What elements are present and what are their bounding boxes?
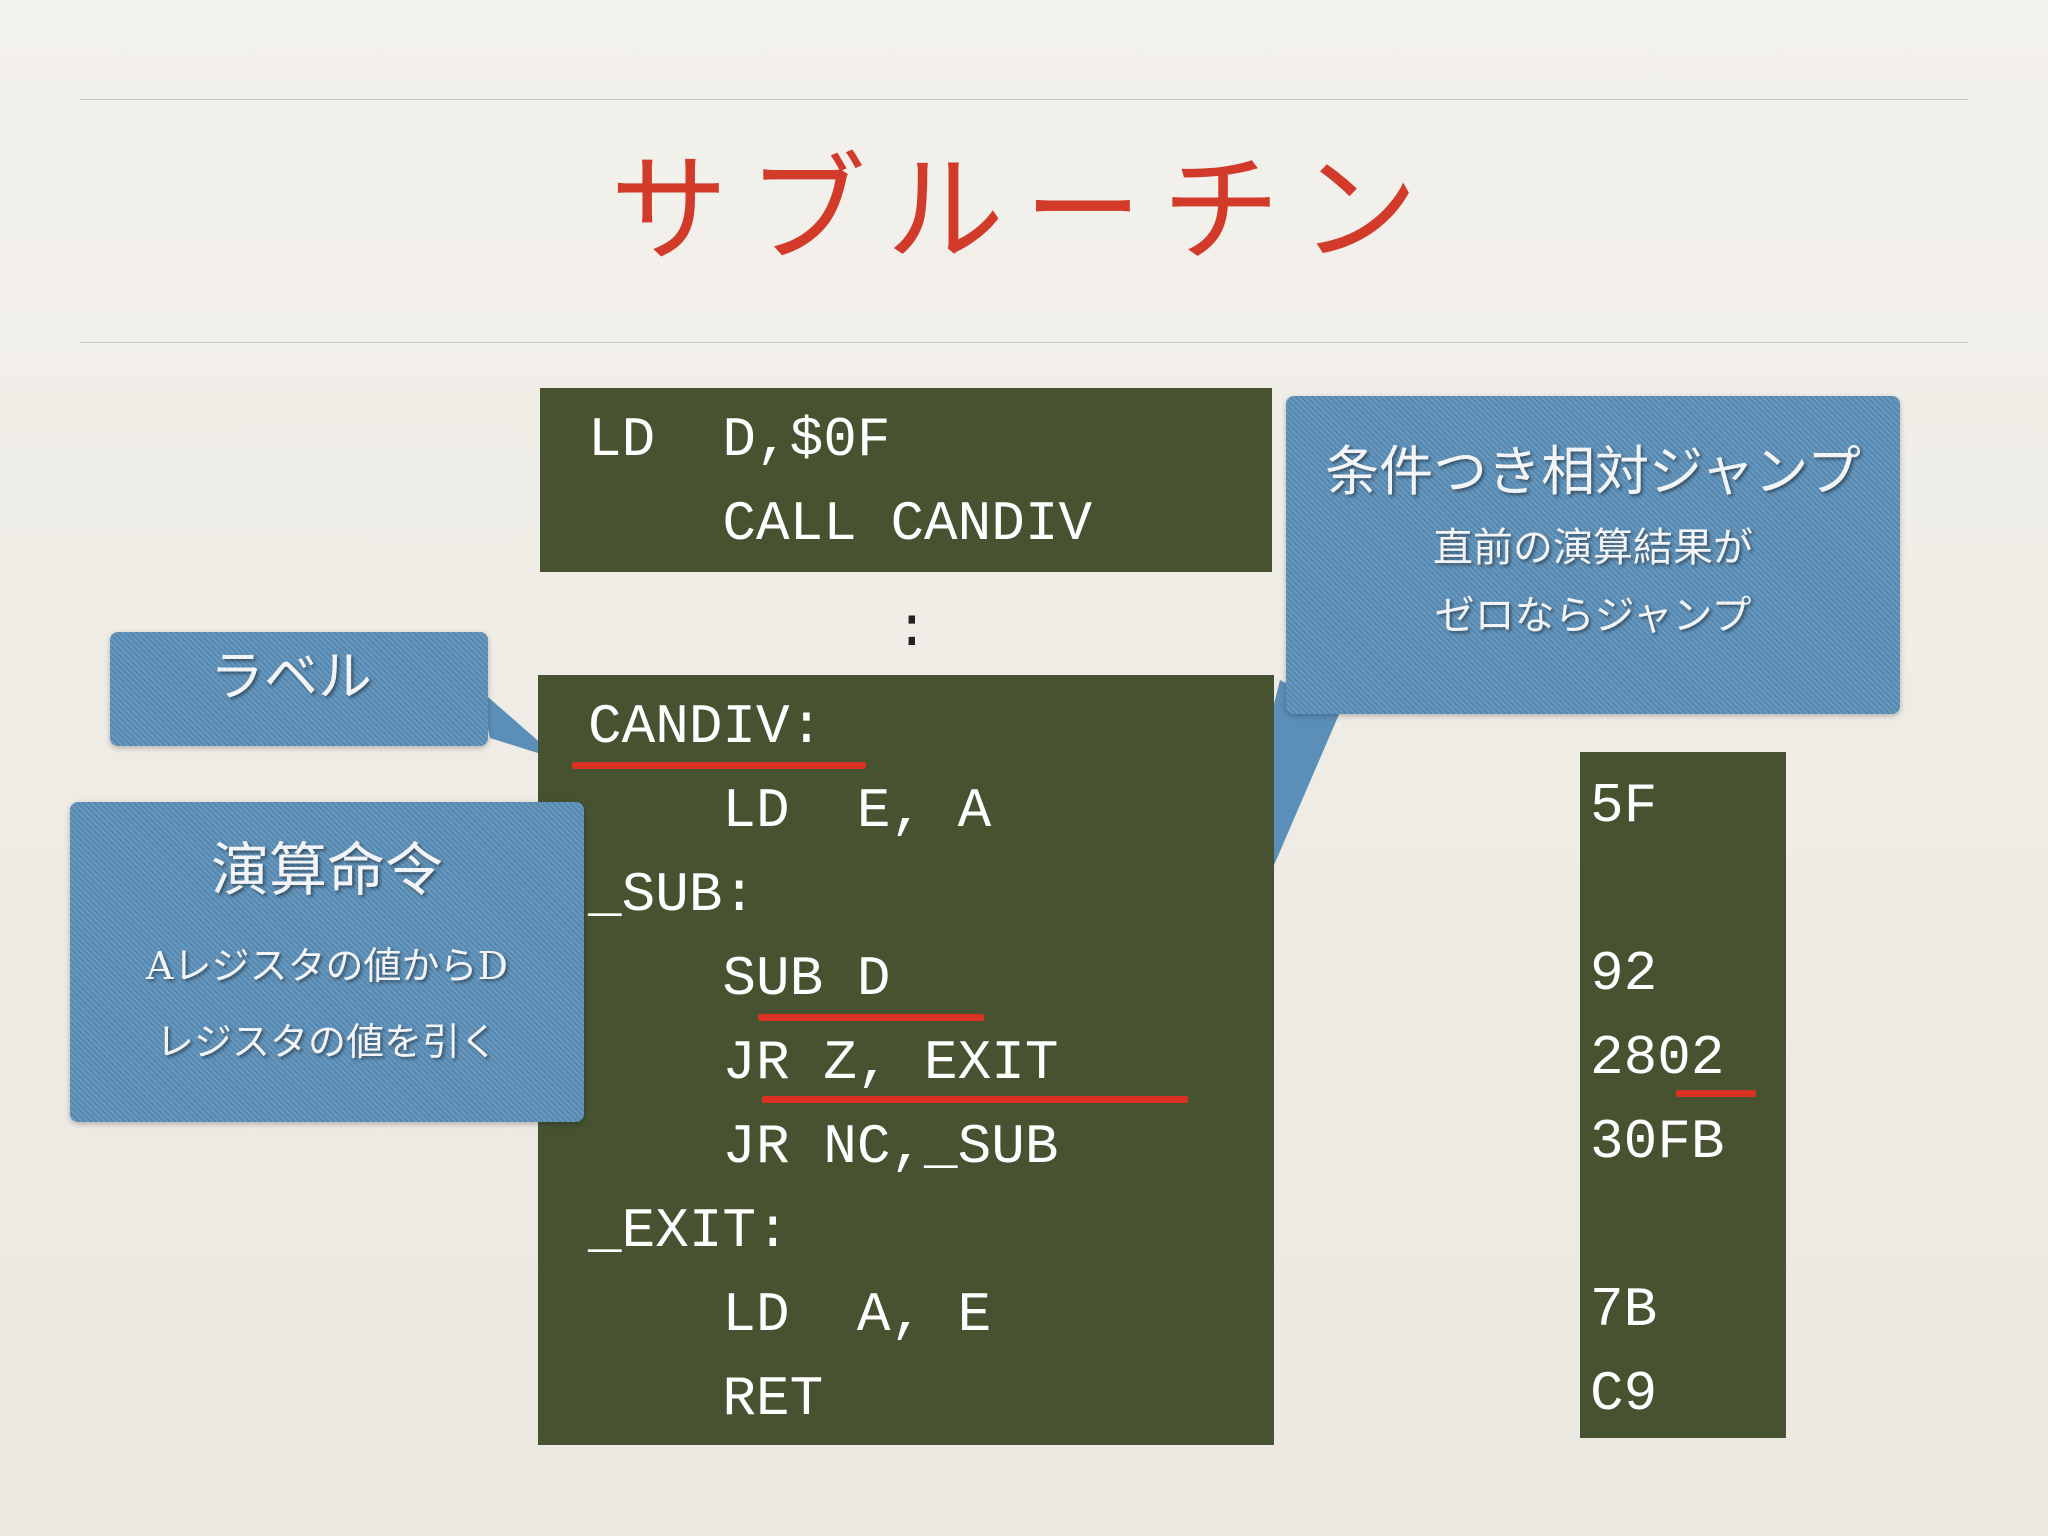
code-line: _EXIT: [588, 1199, 790, 1263]
code-line: RET [588, 1367, 824, 1431]
code-line: CALL CANDIV [588, 492, 1093, 556]
code-line: LD E, A [588, 779, 992, 843]
arith-callout-line2: レジスタの値を引く [155, 1020, 498, 1064]
label-callout: ラベル [110, 632, 488, 746]
code-line: SUB D [588, 947, 891, 1011]
slide-title: サブルーチン [609, 141, 1438, 279]
code-line: JR NC,_SUB [588, 1115, 1059, 1179]
jump-callout-line1: 直前の演算結果が [1433, 525, 1753, 571]
label-underline [572, 762, 866, 769]
jump-callout-title: 条件つき相対ジャンプ [1325, 440, 1861, 503]
machine-code-line: C9 [1590, 1362, 1658, 1426]
call-code-block: LD D,$0F CALL CANDIV [540, 388, 1272, 572]
label-callout-title: ラベル [210, 645, 372, 708]
title-divider [80, 342, 1968, 343]
ellipsis: : [895, 598, 929, 662]
jump-callout-line2: ゼロならジャンプ [1434, 593, 1752, 639]
sub-underline [758, 1014, 984, 1021]
arith-callout-title: 演算命令 [210, 836, 443, 904]
code-line: LD A, E [588, 1283, 992, 1347]
code-line: LD D,$0F [588, 408, 891, 472]
arith-callout-line1: Aレジスタの値からD [146, 944, 508, 988]
top-divider [80, 99, 1968, 100]
machine-code-line: 5F [1590, 774, 1658, 838]
machine-code-line: 30FB [1590, 1110, 1725, 1174]
jr-underline [762, 1096, 1188, 1103]
subroutine-code-block: CANDIV: LD E, A _SUB: SUB D JR Z, EXIT J… [538, 675, 1274, 1445]
jump-callout: 条件つき相対ジャンプ 直前の演算結果が ゼロならジャンプ [1286, 396, 1900, 714]
arith-callout: 演算命令 Aレジスタの値からD レジスタの値を引く [70, 802, 584, 1122]
machine-code-line: 92 [1590, 942, 1658, 1006]
code-line: JR Z, EXIT [588, 1031, 1059, 1095]
opcode-underline [1676, 1090, 1756, 1097]
machine-code-line: 2802 [1590, 1026, 1725, 1090]
code-line: CANDIV: [588, 695, 824, 759]
machine-code-line: 7B [1590, 1278, 1658, 1342]
code-line: _SUB: [588, 863, 757, 927]
